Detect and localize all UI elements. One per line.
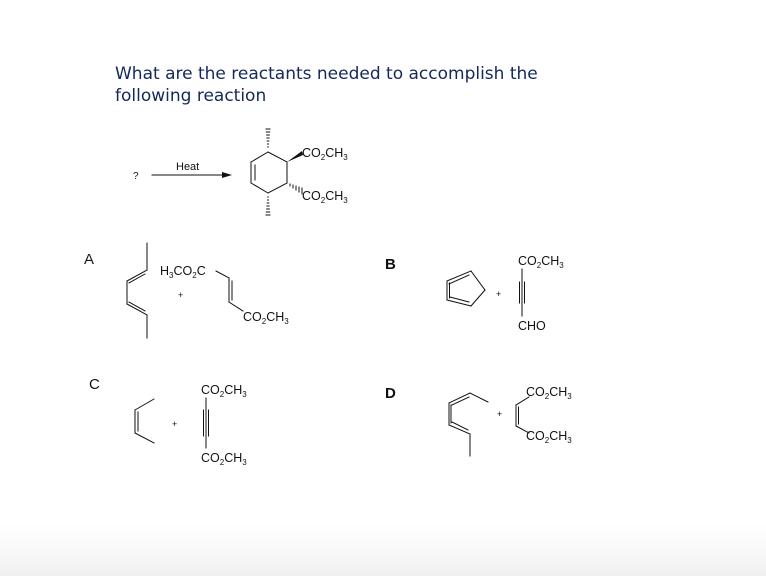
svg-text:H3CO2C: H3CO2C (160, 264, 206, 280)
hashed-ester-bond (289, 183, 303, 195)
option-c-alkyne: CO2CH3 CO2CH3 (201, 383, 247, 467)
option-label-d[interactable]: D (385, 385, 396, 402)
wedge-bond (287, 151, 303, 162)
plus-sign: + (178, 290, 183, 300)
svg-text:CO2CH3: CO2CH3 (201, 451, 247, 467)
option-label-c[interactable]: C (89, 376, 100, 393)
option-a-dienophile: H3CO2C CO2CH3 (160, 264, 289, 326)
plus-sign: + (497, 409, 502, 419)
plus-sign: + (172, 419, 177, 429)
option-d-diene (448, 392, 489, 457)
svg-text:CO2CH3: CO2CH3 (526, 385, 572, 401)
product-ester-bottom: CO2CH3 (302, 189, 348, 205)
option-c-structures[interactable]: + CO2CH3 CO2CH3 (134, 383, 247, 467)
product-molecule: CO2CH3 CO2CH3 (250, 128, 348, 216)
option-d-dienophile: CO2CH3 CO2CH3 (515, 385, 572, 445)
svg-text:CHO: CHO (518, 319, 546, 333)
option-c-butene (134, 398, 155, 444)
svg-text:CO2CH3: CO2CH3 (243, 310, 289, 326)
svg-text:CO2CH3: CO2CH3 (201, 383, 247, 399)
option-label-b[interactable]: B (385, 256, 396, 273)
option-a-diene (126, 242, 148, 339)
option-a-structures[interactable]: + H3CO2C CO2CH3 (126, 242, 289, 339)
hashed-methyl-top (265, 128, 271, 148)
plus-sign: + (496, 289, 501, 299)
question-line-2: following reaction (115, 86, 267, 106)
option-d-structures[interactable]: + CO2CH3 CO2CH3 (448, 385, 572, 457)
option-b-structures[interactable]: + CO2CH3 CHO (446, 254, 564, 333)
reaction-arrow (151, 172, 232, 178)
reaction-condition: Heat (176, 161, 199, 173)
question-line-1: What are the reactants needed to accompl… (115, 64, 538, 84)
hashed-methyl-bottom (265, 196, 271, 216)
option-label-a[interactable]: A (84, 251, 95, 268)
svg-text:CO2CH3: CO2CH3 (518, 254, 564, 270)
question-text: What are the reactants needed to accompl… (115, 63, 635, 107)
option-b-cyclopentadiene (446, 270, 486, 307)
option-b-alkyne: CO2CH3 CHO (518, 254, 564, 333)
reactant-unknown: ? (133, 171, 139, 182)
svg-text:CO2CH3: CO2CH3 (526, 429, 572, 445)
product-ester-top: CO2CH3 (302, 146, 348, 162)
reaction-scheme: ? Heat (133, 128, 348, 216)
